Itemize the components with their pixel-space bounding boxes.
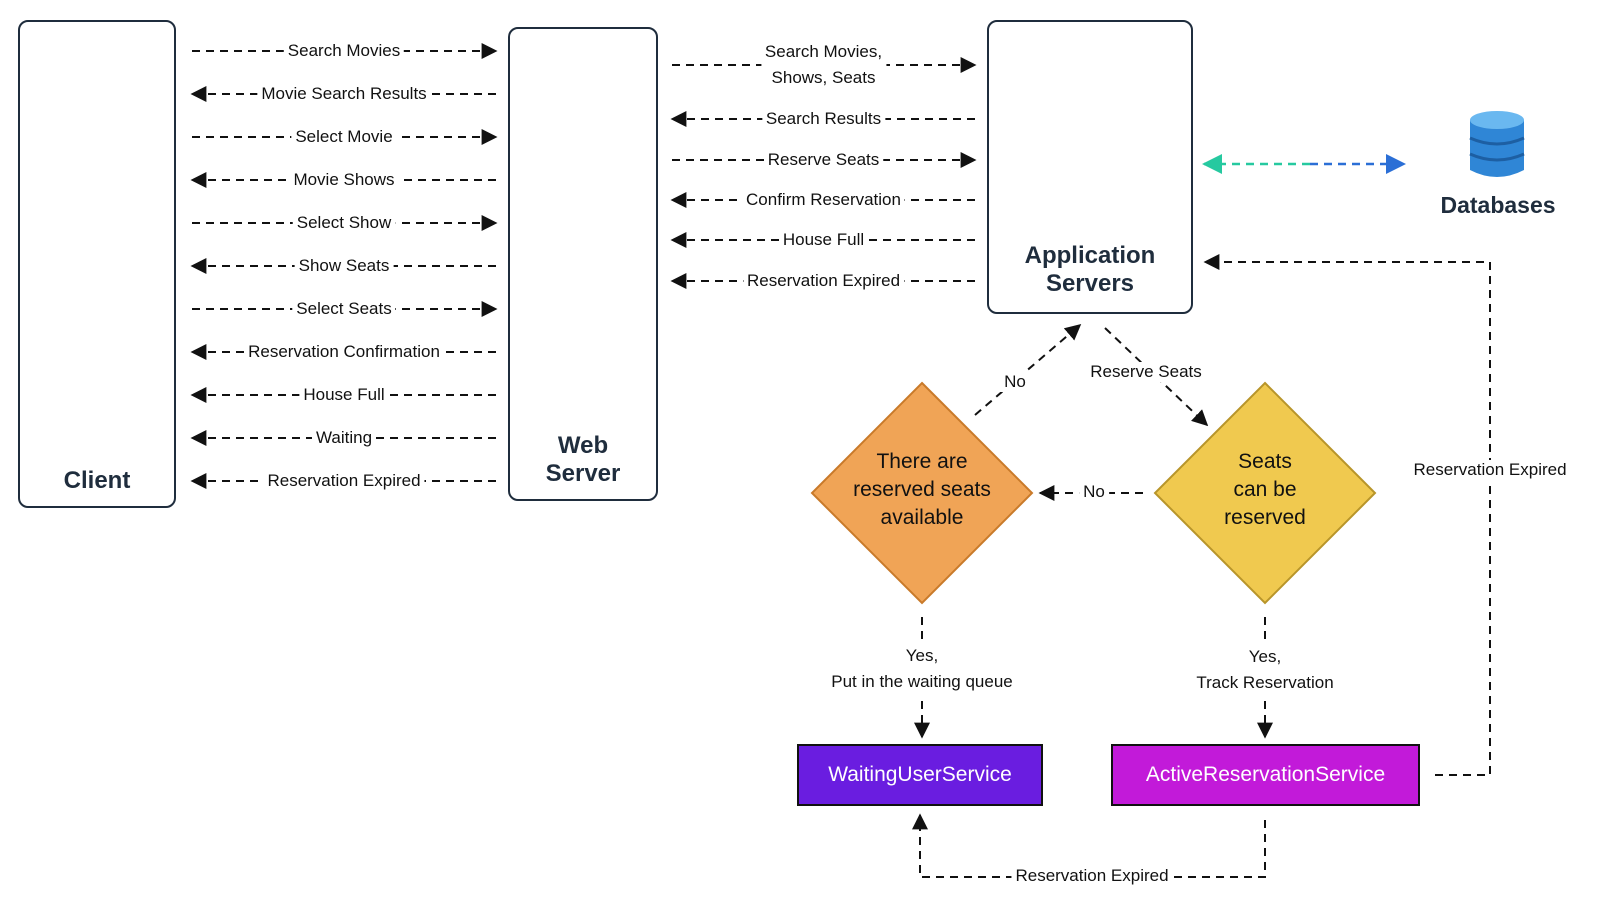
client-web-flow-label: Reservation Expired xyxy=(263,471,425,491)
label-yes-track: Yes, Track Reservation xyxy=(1192,644,1338,696)
diamond-reserved-text: There are reserved seats available xyxy=(853,450,991,529)
client-box: Client xyxy=(18,20,176,508)
label-no-to-app: No xyxy=(1000,372,1030,392)
active-reservation-service: ActiveReservationService xyxy=(1111,744,1420,806)
arrow-expired-right xyxy=(1203,254,1491,776)
arrow-no-to-app xyxy=(974,323,1082,416)
client-web-flow-label: Movie Search Results xyxy=(257,84,431,104)
client-web-flow-label: Select Seats xyxy=(292,299,396,319)
client-web-flow-label: Movie Shows xyxy=(289,170,399,190)
client-web-flow-label: Show Seats xyxy=(294,256,394,276)
client-web-flow-label: Search Movies xyxy=(283,41,405,61)
label-reserve-seats: Reserve Seats xyxy=(1086,362,1206,382)
label-expired-right: Reservation Expired xyxy=(1409,460,1571,480)
label-no-between: No xyxy=(1079,482,1109,502)
databases-label: Databases xyxy=(1440,192,1556,218)
client-web-flow-label: Reservation Confirmation xyxy=(244,342,444,362)
web-app-flow-label: Reservation Expired xyxy=(742,271,905,291)
web-app-arrows xyxy=(670,57,977,289)
web-app-flow-label: Search Movies, Shows, Seats xyxy=(760,39,887,91)
client-web-flow-label: Waiting xyxy=(311,428,377,448)
client-web-flow-label: Select Movie xyxy=(291,127,397,147)
decision-diamond-reserved-seats xyxy=(810,381,1034,605)
decision-diamond-seats-can-be-reserved xyxy=(1153,381,1377,605)
app-servers-title: Application Servers xyxy=(1024,242,1156,297)
client-web-flow-label: Select Show xyxy=(292,213,396,233)
web-app-flow-label: Confirm Reservation xyxy=(742,190,905,210)
web-server-box: Web Server xyxy=(508,27,658,501)
label-expired-bottom: Reservation Expired xyxy=(1011,866,1173,886)
web-server-title: Web Server xyxy=(545,432,621,487)
client-web-arrows xyxy=(190,43,498,489)
client-title: Client xyxy=(63,467,131,494)
app-servers-box: Application Servers xyxy=(987,20,1193,314)
waiting-user-service: WaitingUserService xyxy=(797,744,1043,806)
client-web-flow-label: House Full xyxy=(299,385,389,405)
web-app-flow-label: House Full xyxy=(778,230,869,250)
diamond-seats-text: Seats can be reserved xyxy=(1224,450,1306,529)
web-app-flow-label: Search Results xyxy=(761,109,886,129)
database-icon xyxy=(1469,111,1525,177)
label-yes-waiting: Yes, Put in the waiting queue xyxy=(827,643,1017,695)
web-app-flow-label: Reserve Seats xyxy=(763,150,884,170)
